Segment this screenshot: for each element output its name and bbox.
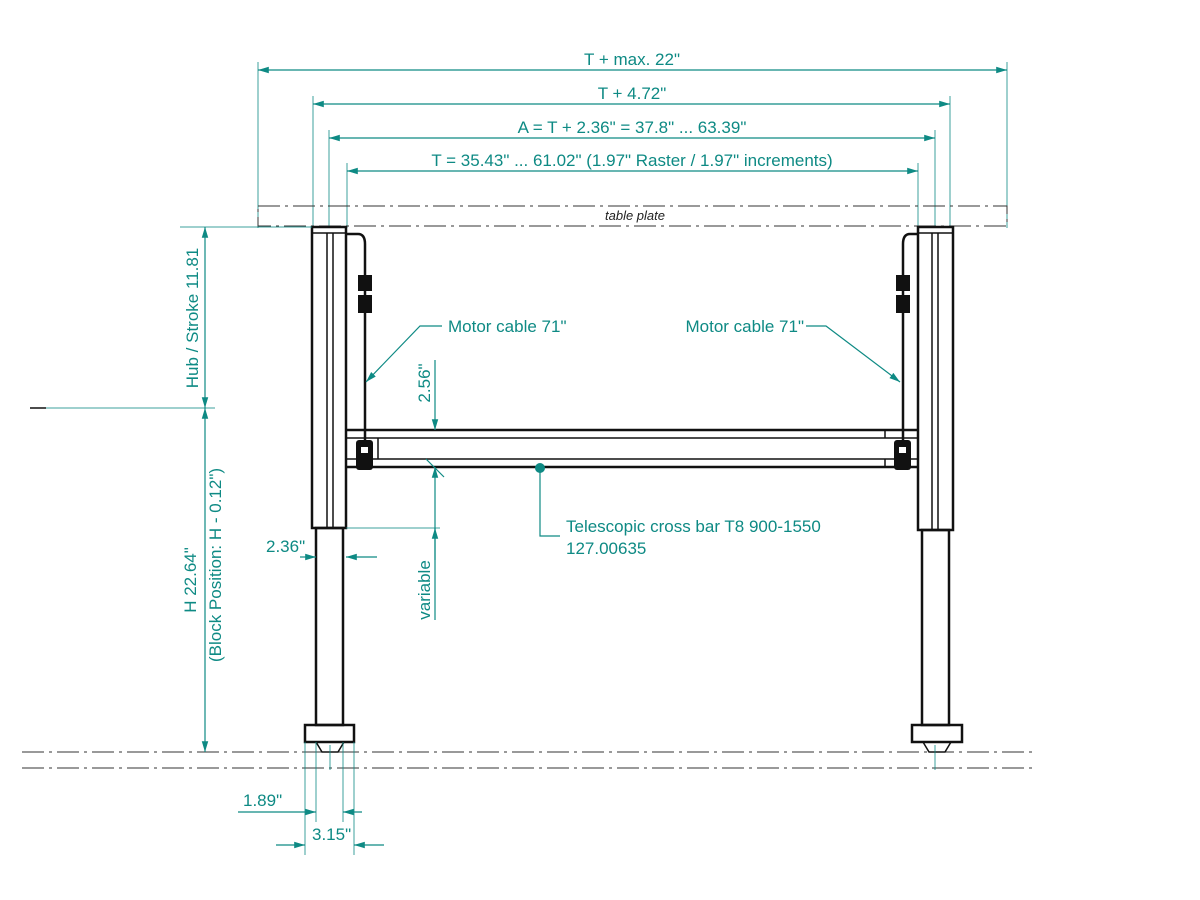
foot-width-label: 3.15" (312, 825, 351, 844)
column-width-label: 2.36" (266, 537, 305, 556)
width-dimensions: T + max. 22" T + 4.72" A = T + 2.36" = 3… (258, 50, 1007, 175)
crossbar-callout: Telescopic cross bar T8 900-1550 127.006… (535, 463, 821, 558)
motor-cable-callouts: Motor cable 71" Motor cable 71" (365, 317, 901, 383)
motor-cable-left (347, 232, 373, 470)
motor-cable-left-label: Motor cable 71" (448, 317, 567, 336)
height-label: H 22.64" (181, 547, 200, 613)
crossbar-offset-dimension: 2.56" variable (346, 360, 445, 620)
stroke-label: Hub / Stroke 11.81 (183, 248, 202, 389)
height-dimensions: Hub / Stroke 11.81 H 22.64" (Block Posit… (30, 226, 312, 752)
floor-lines (22, 751, 1035, 769)
crossbar-name-label: Telescopic cross bar T8 900-1550 (566, 517, 821, 536)
leg-width-label: 1.89" (243, 791, 282, 810)
extension-lines-top (257, 62, 1008, 228)
variable-label: variable (415, 560, 434, 620)
motor-cable-right-label: Motor cable 71" (686, 317, 805, 336)
overall-max-label: T + max. 22" (584, 50, 680, 69)
table-plate-label: table plate (605, 208, 665, 223)
crossbar-offset-label: 2.56" (415, 363, 434, 402)
plus-472-label: T + 4.72" (598, 84, 667, 103)
motor-cable-right (894, 232, 918, 470)
leg-dimensions: 2.36" 1.89" 3.15" (238, 537, 384, 855)
block-position-label: (Block Position: H - 0.12") (206, 468, 225, 662)
left-column (303, 225, 356, 770)
t-width-label: T = 35.43" ... 61.02" (1.97" Raster / 1.… (431, 151, 832, 170)
telescopic-cross-bar (347, 428, 918, 469)
table-plate: table plate (257, 205, 1008, 227)
crossbar-part-label: 127.00635 (566, 539, 646, 558)
right-column (910, 225, 964, 770)
a-width-label: A = T + 2.36" = 37.8" ... 63.39" (518, 118, 747, 137)
